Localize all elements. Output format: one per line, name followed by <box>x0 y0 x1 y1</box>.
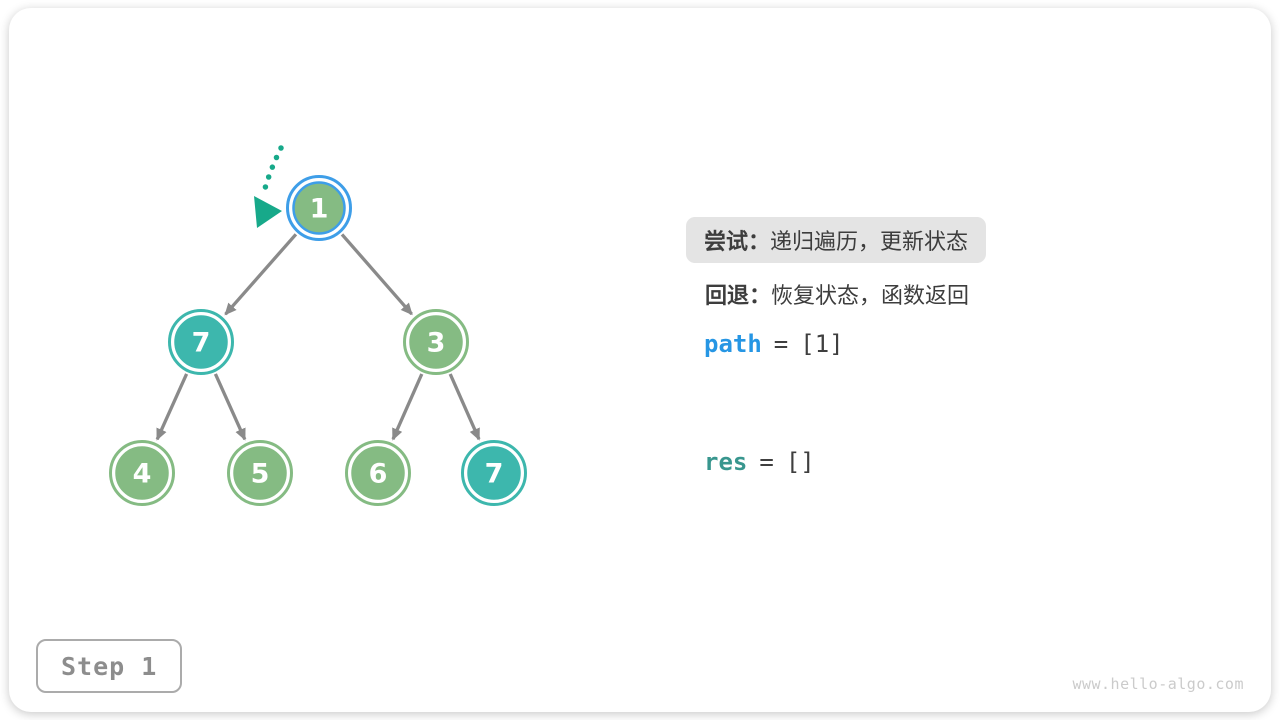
node-circle <box>292 181 346 235</box>
tree-edge-L-LR <box>213 373 247 441</box>
step-label: Step 1 <box>61 651 158 681</box>
node-outer-ring <box>168 309 234 375</box>
backtrack-label: 回退： <box>705 283 772 308</box>
node-circle <box>351 446 405 500</box>
try-annotation-box: 尝试： 递归遍历，更新状态 <box>686 217 987 263</box>
pointer-arrowhead <box>254 196 282 228</box>
tree-edge-root-R <box>340 233 413 316</box>
tree-node-1-current: 1 <box>286 175 352 241</box>
node-circle <box>467 446 521 500</box>
try-text: 递归遍历，更新状态 <box>770 229 969 254</box>
pointer-dotted-trail <box>261 145 284 195</box>
backtrack-annotation: 回退： 恢复状态，函数返回 <box>705 280 969 308</box>
node-value: 4 <box>133 459 152 490</box>
watermark: www.hello-algo.com <box>1072 675 1244 693</box>
path-equals-sign: = <box>773 330 789 358</box>
res-variable-name: res <box>704 448 748 476</box>
tree-node-4: 4 <box>109 440 175 506</box>
backtrack-text: 恢复状态，函数返回 <box>771 283 970 308</box>
tree-node-7: 7 <box>168 309 234 375</box>
res-variable-line: res = [] <box>704 448 815 476</box>
node-outer-ring <box>227 440 293 506</box>
node-value: 5 <box>251 459 270 490</box>
node-circle <box>233 446 287 500</box>
node-outer-ring <box>461 440 527 506</box>
node-value: 7 <box>485 459 504 490</box>
node-value: 7 <box>192 328 211 359</box>
tree-edge-root-L <box>224 233 298 316</box>
tree-edge-L-LL <box>155 373 189 441</box>
node-circle <box>174 315 228 369</box>
node-outer-ring <box>345 440 411 506</box>
path-variable-name: path <box>704 330 762 358</box>
try-label: 尝试： <box>704 229 771 254</box>
step-badge: Step 1 <box>36 639 183 693</box>
node-value: 6 <box>369 459 388 490</box>
res-value: [] <box>785 448 815 476</box>
tree-node-6: 6 <box>345 440 411 506</box>
path-variable-line: path = [1] <box>704 330 844 358</box>
binary-tree-canvas: 1 7 3 4 5 6 7 <box>109 145 527 506</box>
tree-node-5: 5 <box>227 440 293 506</box>
tree-node-3: 3 <box>403 309 469 375</box>
tree-edge-R-RR <box>448 373 481 441</box>
tree-edge-R-RL <box>391 373 424 441</box>
node-circle <box>409 315 463 369</box>
node-outer-ring <box>403 309 469 375</box>
node-circle <box>115 446 169 500</box>
res-equals-sign: = <box>759 448 774 476</box>
node-outer-ring <box>109 440 175 506</box>
node-outer-ring <box>286 175 352 241</box>
node-value: 3 <box>427 328 446 359</box>
path-value: [1] <box>800 330 844 358</box>
node-value: 1 <box>310 194 329 225</box>
tree-node-7: 7 <box>461 440 527 506</box>
